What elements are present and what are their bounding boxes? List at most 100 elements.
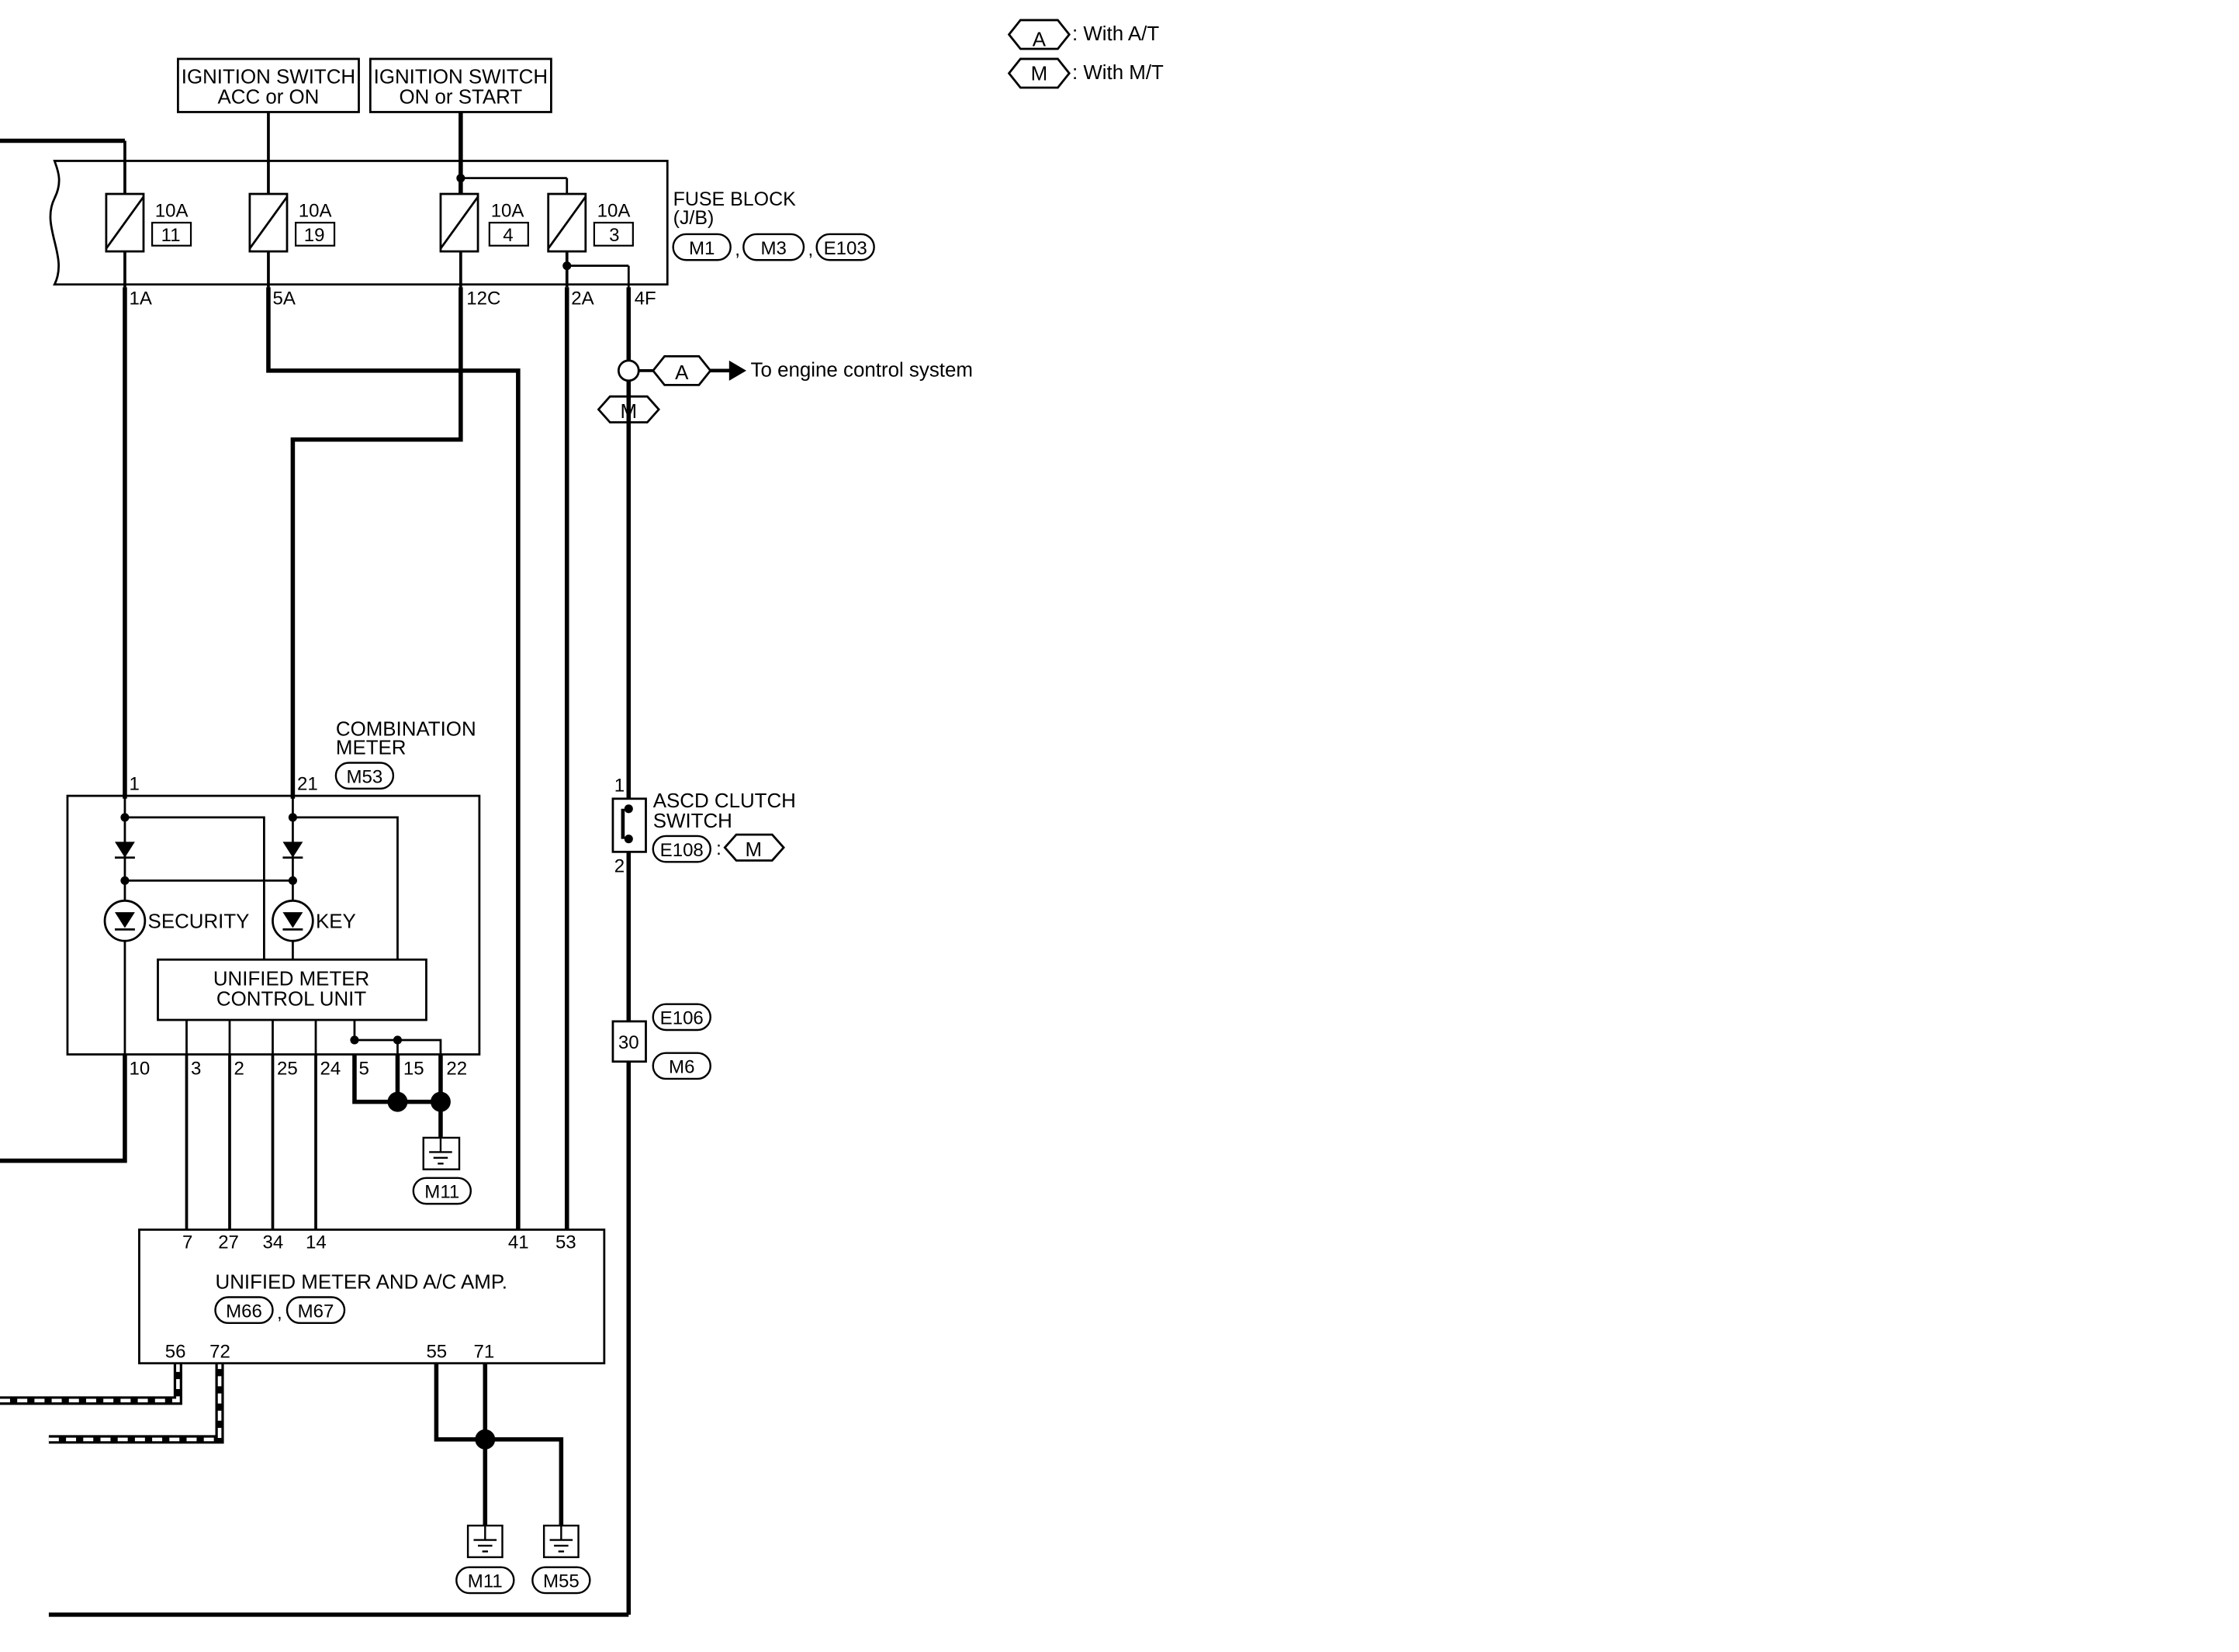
- engine-branch-label: To engine control system: [751, 359, 973, 381]
- fuse-3-amps: 10A: [597, 201, 631, 222]
- fuse-19-number: 19: [304, 225, 325, 246]
- amp-pin-72: 72: [209, 1341, 230, 1362]
- legend-desc-m: : With M/T: [1072, 62, 1164, 84]
- terminal-2a: 2A: [571, 289, 593, 309]
- fuse-11-number: 11: [161, 225, 181, 246]
- meter-pin-15: 15: [403, 1058, 424, 1079]
- terminal-4f: 4F: [635, 289, 656, 309]
- amp-pin-53: 53: [555, 1232, 576, 1253]
- key-lamp-icon: [272, 899, 314, 942]
- fuse-block: 10A 11 10A 19 10A 4 10A 3: [49, 112, 875, 309]
- security-lamp-label: SECURITY: [148, 911, 250, 932]
- meter-pin-3: 3: [191, 1058, 201, 1079]
- connector-e108: E108: [660, 840, 704, 861]
- amp-pin-41: 41: [508, 1232, 529, 1253]
- fuse-block-title: FUSE BLOCK: [673, 188, 796, 210]
- legend: A : With A/T M : With M/T: [1007, 19, 1164, 89]
- terminal-1a: 1A: [129, 289, 151, 309]
- amp-pin-14: 14: [306, 1232, 327, 1253]
- legend-desc-a: : With A/T: [1072, 23, 1159, 45]
- fuse-11-amps: 10A: [155, 201, 189, 222]
- joint-connector: 30 E106 M6: [611, 1003, 711, 1080]
- ground-m11-meter-icon: [422, 1136, 461, 1170]
- legend-code-m: M: [1031, 64, 1048, 85]
- fuse-4: 10A 4: [439, 192, 529, 253]
- connector-m1: M1: [689, 238, 715, 259]
- connector-m66: M66: [226, 1301, 262, 1322]
- engine-control-branch: A To engine control system M: [597, 354, 973, 423]
- clutch-title1: ASCD CLUTCH: [653, 790, 796, 812]
- meter-pin-2: 2: [234, 1058, 244, 1079]
- connector-e103: E103: [824, 238, 867, 259]
- ground-m11-amp-label: M11: [468, 1571, 503, 1592]
- connector-m6: M6: [669, 1057, 694, 1078]
- fuse-3: 10A 3: [547, 192, 634, 253]
- ground-m55-label: M55: [543, 1571, 580, 1592]
- ign-start-line2: ON or START: [399, 86, 522, 108]
- ac-amp-title: UNIFIED METER AND A/C AMP.: [215, 1271, 507, 1293]
- engine-branch-code: A: [675, 362, 689, 384]
- meter-pin-1: 1: [129, 774, 139, 795]
- connector-e106: E106: [660, 1008, 704, 1029]
- fuse-3-number: 3: [609, 225, 619, 246]
- ground-m11-meter-label: M11: [424, 1182, 459, 1203]
- legend-item-a: A : With A/T: [1007, 19, 1159, 50]
- amp-pin-7: 7: [182, 1232, 192, 1253]
- fuse-block-connectors: M1 , M3 , E103: [672, 233, 875, 261]
- terminal-5a: 5A: [273, 289, 296, 309]
- amp-pin-71: 71: [474, 1341, 495, 1362]
- control-unit-line2: CONTROL UNIT: [216, 989, 366, 1011]
- fuse-4-number: 4: [503, 225, 513, 246]
- fuse-19-amps: 10A: [299, 201, 332, 222]
- amp-pin-34: 34: [263, 1232, 284, 1253]
- security-lamp-icon: [103, 899, 147, 942]
- fuse-block-subtitle: (J/B): [673, 207, 715, 229]
- combination-meter: COMBINATION METER M53 1 21: [66, 718, 481, 1205]
- legend-item-m: M : With M/T: [1007, 57, 1164, 89]
- connector-m3: M3: [760, 238, 786, 259]
- meter-pin-22: 22: [446, 1058, 467, 1079]
- clutch-pin-1: 1: [614, 776, 625, 797]
- ground-m55-icon: [542, 1524, 580, 1558]
- fuse-4-amps: 10A: [491, 201, 524, 222]
- connector-m53: M53: [347, 766, 383, 787]
- legend-code-a: A: [1033, 29, 1047, 50]
- meter-pin-21: 21: [297, 774, 318, 795]
- fuse-conn-sep1: ,: [735, 240, 740, 261]
- fuse-conn-sep2: ,: [808, 240, 814, 261]
- ign-acc-line2: ACC or ON: [217, 86, 319, 108]
- ground-m11-amp-icon: [466, 1524, 504, 1558]
- terminal-12c: 12C: [466, 289, 500, 309]
- amp-pin-27: 27: [218, 1232, 239, 1253]
- diode-key: [282, 842, 303, 859]
- fuse-19: 10A 19: [248, 192, 336, 253]
- clutch-colon: :: [716, 838, 722, 859]
- fuse-11: 10A 11: [105, 192, 192, 253]
- control-unit-line1: UNIFIED METER: [213, 969, 369, 990]
- meter-pin-10: 10: [129, 1058, 150, 1079]
- ign-start-line1: IGNITION SWITCH: [374, 66, 548, 88]
- ignition-switch-start-box: IGNITION SWITCH ON or START: [369, 57, 552, 113]
- meter-pin-5: 5: [358, 1058, 369, 1079]
- clutch-title2: SWITCH: [653, 810, 732, 832]
- key-lamp-label: KEY: [316, 911, 356, 932]
- diode-security: [115, 842, 135, 859]
- wires: [0, 138, 632, 1617]
- clutch-pin-2: 2: [614, 855, 625, 876]
- ignition-switch-acc-box: IGNITION SWITCH ACC or ON: [177, 57, 360, 113]
- amp-pin-56: 56: [165, 1341, 186, 1362]
- amp-pin-55: 55: [426, 1341, 447, 1362]
- unified-meter-ac-amp: 7 27 34 14 41 53 UNIFIED METER AND A/C A…: [138, 1229, 606, 1595]
- meter-pin-25: 25: [277, 1058, 298, 1079]
- ascd-clutch-switch: 1 2 ASCD CLUTCH SWITCH E108 : M: [611, 776, 796, 876]
- ign-acc-line1: IGNITION SWITCH: [182, 66, 355, 88]
- engine-branch-code-m: M: [621, 401, 638, 423]
- connector-m67: M67: [298, 1301, 334, 1322]
- comb-meter-title1: COMBINATION: [336, 718, 476, 740]
- meter-pin-24: 24: [320, 1058, 341, 1079]
- clutch-code-m: M: [745, 839, 762, 861]
- unified-meter-control-unit: UNIFIED METER CONTROL UNIT: [157, 958, 427, 1021]
- amp-conn-sep: ,: [277, 1302, 282, 1323]
- comb-meter-title2: METER: [336, 737, 407, 759]
